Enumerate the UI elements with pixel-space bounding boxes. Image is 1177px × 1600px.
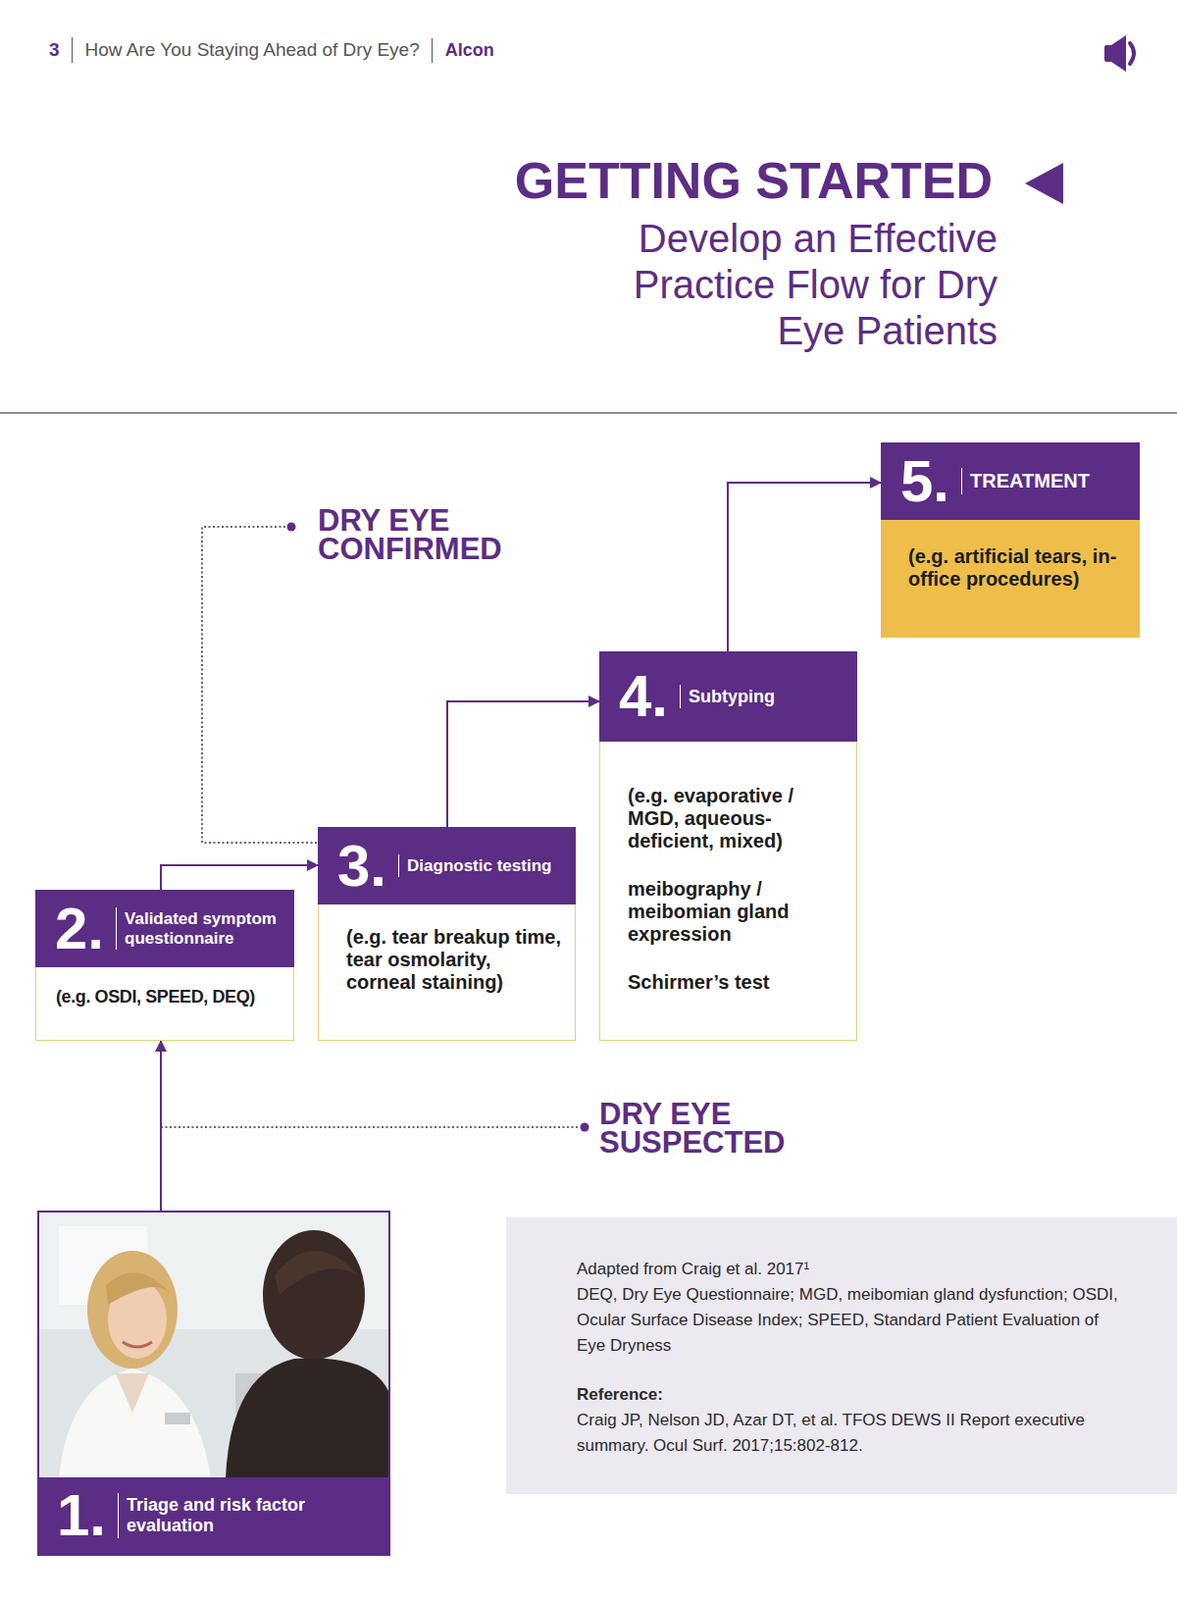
step-number: 3. xyxy=(337,836,387,896)
footnote-text: Reference: xyxy=(576,1381,1119,1408)
step-label: Validated symptom questionnaire xyxy=(115,907,281,950)
title-triangle xyxy=(1024,162,1064,205)
step-label: Diagnostic testing xyxy=(398,854,552,878)
step-example: meibography / meibomian gland expression xyxy=(627,877,845,946)
step-box: 5. TREATMENT (e.g. artificial tears, in-of… xyxy=(880,442,1140,638)
footnote-text: Craig JP, Nelson JD, Azar DT, et al. TFO… xyxy=(576,1407,1119,1459)
rule-line xyxy=(0,411,1177,414)
leader-dot xyxy=(287,522,297,532)
step-box: 4. Subtyping (e.g. evaporative / MGD, aque… xyxy=(599,651,858,1041)
photo-area xyxy=(39,1212,389,1478)
step-body: (e.g. artificial tears, in-office proced… xyxy=(880,519,1140,638)
note-panel: Adapted from Craig et al. 2017¹DEQ, Dry … xyxy=(506,1217,1177,1494)
page-title: GETTING STARTED xyxy=(514,154,993,206)
step-header: 4. Subtyping xyxy=(599,651,858,742)
step-example: (e.g. evaporative / MGD, aqueous-deficie… xyxy=(627,784,845,853)
page-number: 3 xyxy=(49,39,72,61)
step-body: (e.g. evaporative / MGD, aqueous-deficie… xyxy=(599,741,858,1041)
status-label: DRY EYE CONFIRMED xyxy=(317,506,554,563)
step-example: (e.g. OSDI, SPEED, DEQ) xyxy=(55,986,282,1008)
step-box: 3. Diagnostic testing (e.g. tear breakup t… xyxy=(317,826,576,1041)
step-header: 2. Validated symptom questionnaire xyxy=(35,889,295,968)
step-header: 3. Diagnostic testing xyxy=(317,826,576,905)
page-header: 3How Are You Staying Ahead of Dry Eye?Al… xyxy=(49,37,495,63)
footnote-text: DEQ, Dry Eye Questionnaire; MGD, meibomi… xyxy=(576,1281,1119,1359)
step-band: 1.Triage and risk factor evaluation xyxy=(39,1477,389,1554)
step-body: (e.g. OSDI, SPEED, DEQ) xyxy=(35,967,295,1041)
photo-illustration xyxy=(38,1211,390,1479)
step-number: 5. xyxy=(900,452,950,512)
step-header: 5. TREATMENT xyxy=(880,442,1140,520)
step-box: 2. Validated symptom questionnaire (e.g. O… xyxy=(35,889,295,1041)
flow-arrow xyxy=(160,865,318,890)
header-title: How Are You Staying Ahead of Dry Eye? xyxy=(71,37,432,63)
step-body: (e.g. tear breakup time, tear osmolarity… xyxy=(317,904,576,1041)
footnote-text: Adapted from Craig et al. 2017¹ xyxy=(576,1256,1119,1282)
step-number: 1. xyxy=(56,1485,106,1545)
status-label: DRY EYE SUSPECTED xyxy=(599,1099,835,1157)
step-number: 4. xyxy=(618,666,668,726)
leader-dot xyxy=(580,1123,590,1132)
brand-name: Alcon xyxy=(431,38,495,63)
step-box: 1.Triage and risk factor evaluation xyxy=(37,1210,391,1556)
speaker-icon xyxy=(1104,35,1134,72)
subtitle: Develop an Effective Practice Flow for D… xyxy=(556,215,998,355)
step-example: Schirmer’s test xyxy=(627,971,845,994)
step-label: Triage and risk factor evaluation xyxy=(117,1492,375,1537)
step-example: (e.g. artificial tears, in-office proced… xyxy=(908,545,1128,591)
step-number: 2. xyxy=(54,899,104,959)
flow-arrow xyxy=(727,482,881,652)
flow-arrow xyxy=(447,701,600,827)
flow-arrow xyxy=(159,1040,162,1211)
step-example: (e.g. tear breakup time, tear osmolarity… xyxy=(346,925,563,994)
step-label: Subtyping xyxy=(679,684,775,710)
step-label: TREATMENT xyxy=(961,467,1090,495)
